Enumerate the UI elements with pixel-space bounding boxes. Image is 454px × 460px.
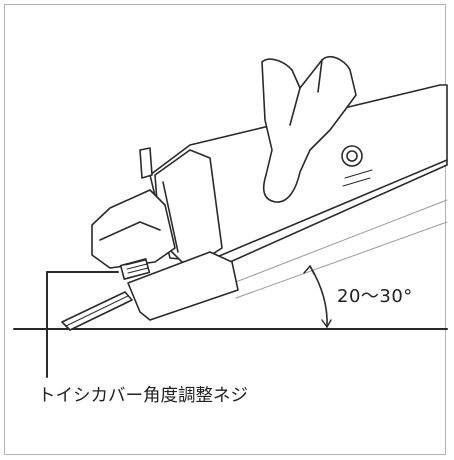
guard-adjustment-screw [119, 258, 151, 280]
guard-clamp [127, 251, 239, 321]
gear-head-edge [162, 181, 179, 253]
leader-line [46, 271, 119, 378]
wheel-guard [91, 189, 176, 269]
hand-finger-line [289, 59, 323, 126]
grinder-extension-line-2 [235, 221, 448, 299]
guard-screw-label: トイシカバー角度調整ネジ [38, 386, 248, 406]
grinding-wheel-edge [65, 295, 129, 327]
side-handle [139, 147, 153, 179]
grinder-extension-line [227, 199, 448, 286]
figure-frame [4, 4, 446, 455]
angle-arc [309, 265, 328, 328]
wheel-guard-inner [99, 221, 161, 241]
angle-range-label: 20〜30° [337, 286, 413, 307]
hand [261, 55, 357, 203]
body-emblem-icon [341, 145, 363, 167]
body-vent-marks [342, 169, 373, 187]
grinder-lower-housing [204, 159, 448, 263]
angle-arc-arrow-bottom [321, 319, 332, 328]
angle-arc-arrow-top [303, 265, 315, 275]
